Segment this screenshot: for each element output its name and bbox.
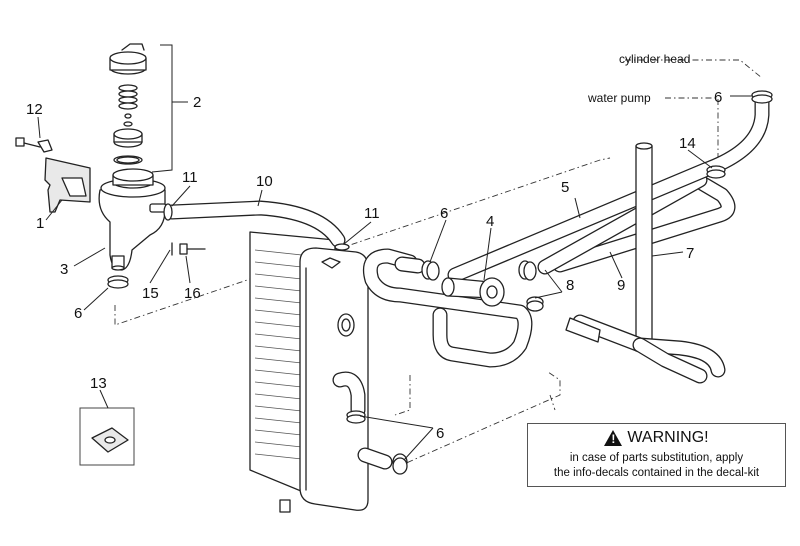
tank-hose-clamp (107, 275, 129, 289)
callout-15: 15 (142, 285, 159, 302)
vertical-pipe (565, 142, 726, 384)
callout-8: 8 (566, 277, 574, 294)
expansion-tank (98, 168, 167, 271)
clamps (346, 90, 773, 475)
cylinder-head-label: cylinder head (619, 52, 690, 66)
callout-16: 16 (184, 285, 201, 302)
callout-11: 11 (182, 169, 198, 186)
callout-14: 14 (679, 135, 696, 152)
callout-3: 3 (60, 261, 68, 278)
callout-12: 12 (26, 101, 43, 118)
cap-spring (118, 84, 138, 110)
left-u-hose (362, 248, 533, 368)
bracket-screw (15, 137, 53, 153)
assembly-dash-lines (114, 59, 763, 469)
tank-bracket (44, 157, 91, 213)
overflow-hose (163, 200, 350, 251)
callout-11: 11 (364, 205, 380, 222)
spring-nut-box (79, 389, 135, 466)
callouts: 12 2 1 3 6 11 10 11 15 16 13 6 4 5 14 6 … (26, 89, 722, 442)
warning-title: ! WARNING! (528, 429, 785, 447)
warning-box: ! WARNING! in case of parts substitution… (527, 423, 786, 487)
tank-cap-assembly (109, 43, 188, 173)
annotations: cylinder head water pump (587, 52, 690, 105)
callout-5: 5 (561, 179, 569, 196)
warning-line-1: in case of parts substitution, apply (569, 452, 744, 464)
callout-6: 6 (436, 425, 444, 442)
callout-2: 2 (193, 94, 201, 111)
water-pump-label: water pump (587, 91, 651, 105)
callout-1: 1 (36, 215, 44, 232)
callout-6: 6 (74, 305, 82, 322)
callout-6: 6 (714, 89, 722, 106)
warning-line-2: the info-decals contained in the decal-k… (553, 467, 760, 479)
leader-lines (37, 95, 752, 461)
callout-10: 10 (256, 173, 273, 190)
callout-9: 9 (617, 277, 625, 294)
callout-4: 4 (486, 213, 494, 230)
tank-screw (171, 242, 206, 256)
thermostat (441, 277, 505, 307)
callout-7: 7 (686, 245, 694, 262)
callout-13: 13 (90, 375, 107, 392)
radiator-lower-hose (332, 371, 393, 470)
radiator (249, 231, 369, 513)
warning-title-text: WARNING! (627, 429, 709, 446)
water-pump-hose (537, 172, 736, 275)
callout-6: 6 (440, 205, 448, 222)
warning-triangle-icon: ! (604, 430, 623, 446)
